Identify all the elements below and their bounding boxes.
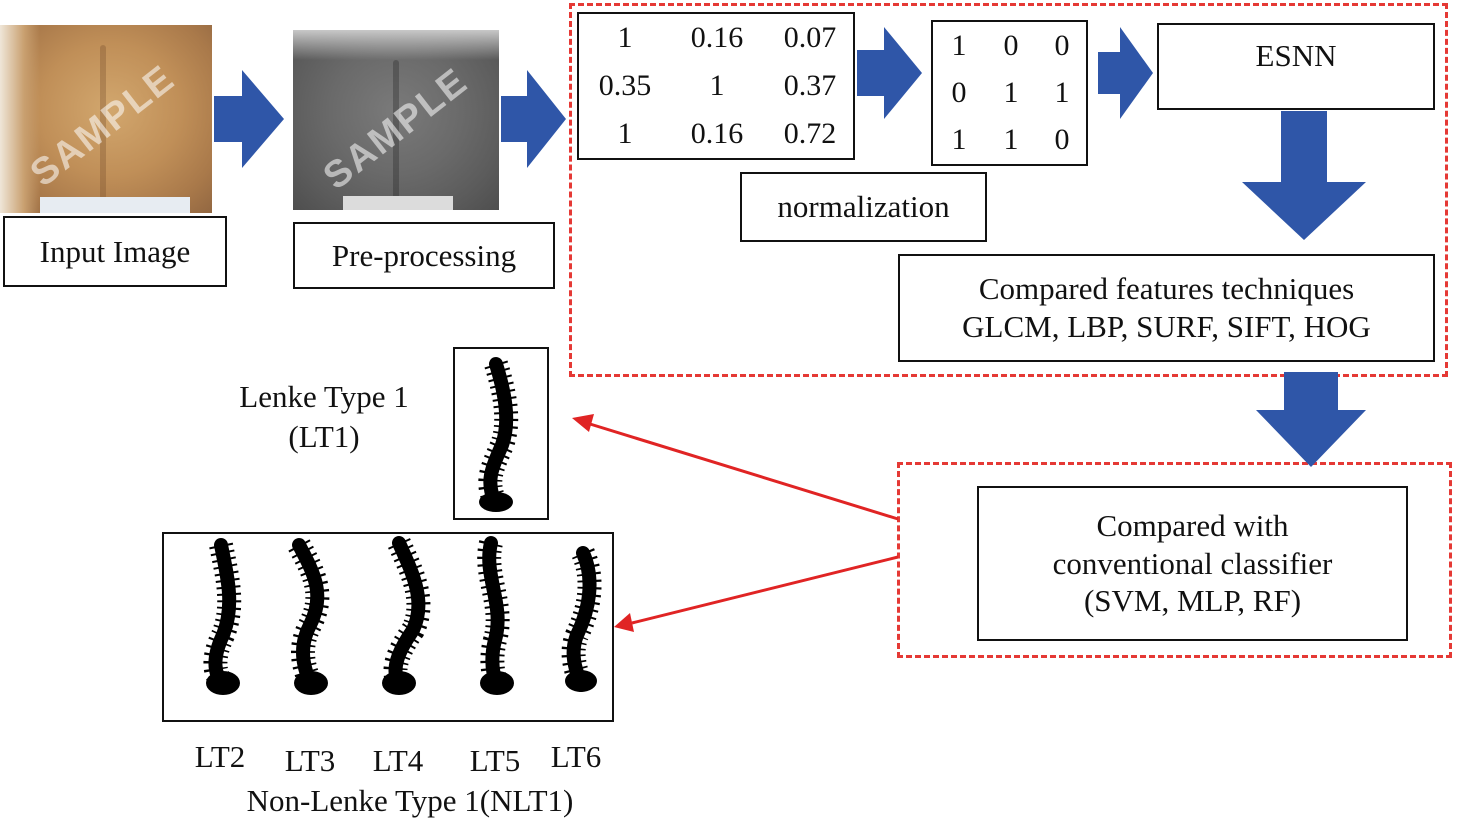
connector-to-lt1	[589, 422, 899, 521]
right-arrow-icon	[857, 27, 922, 119]
lenke-type-label: LT2	[194, 739, 246, 774]
lt1-title: Lenke Type 1	[239, 379, 409, 414]
matrix-cell: 0.35	[598, 69, 652, 102]
right-arrow-icon	[501, 70, 566, 168]
matrix-cell: 0	[951, 75, 967, 109]
lenke-type-label: LT4	[372, 743, 424, 778]
lenke-type-label: LT5	[469, 743, 521, 778]
matrix-cell: 0.37	[783, 69, 837, 102]
spine-lt5	[477, 536, 514, 695]
classifier-comparison-region	[897, 462, 1452, 658]
matrix-cell: 0	[1054, 122, 1070, 156]
classifier-line-3: (SVM, MLP, RF)	[1083, 583, 1302, 619]
compared-features-box: Compared features techniques GLCM, LBP, …	[898, 254, 1435, 362]
matrix-cell: 0	[1054, 28, 1070, 62]
spine-lt2	[203, 538, 242, 695]
matrix-cell: 0.07	[783, 21, 837, 54]
matrix-cell: 1	[617, 117, 633, 150]
preprocessed-image-photo: SAMPLE	[293, 30, 499, 210]
arrowhead-icon	[614, 613, 634, 632]
matrix-cell: 1	[951, 28, 967, 62]
preprocessing-label-box: Pre-processing	[293, 222, 555, 289]
feature-extraction-region	[569, 3, 1448, 377]
lenke-type-label: LT6	[550, 739, 602, 774]
matrix-cell: 0.16	[690, 117, 744, 150]
spine-lt3	[288, 538, 330, 695]
matrix-cell: 1	[617, 21, 633, 54]
lt1-abbrev: (LT1)	[288, 419, 360, 454]
matrix-cell: 1	[1003, 122, 1019, 156]
preprocessing-label: Pre-processing	[331, 237, 517, 273]
matrix-cell: 1	[1054, 75, 1070, 109]
matrix-cell: 1	[1003, 75, 1019, 109]
spine-lt6	[561, 546, 602, 692]
binary-matrix: 1 0 0 0 1 1 1 1 0	[931, 20, 1088, 166]
right-arrow-icon	[1098, 27, 1153, 119]
down-arrow-icon	[1242, 111, 1366, 240]
matrix-cell: 1	[951, 122, 967, 156]
feature-matrix: 1 0.16 0.07 0.35 1 0.37 1 0.16 0.72	[577, 12, 855, 160]
spine-lt4	[382, 536, 431, 695]
input-image-label: Input Image	[39, 233, 191, 269]
esnn-label: ESNN	[1255, 38, 1337, 73]
input-image-photo: SAMPLE	[0, 25, 212, 213]
matrix-cell: 1	[709, 69, 725, 102]
classifier-line-2: conventional classifier	[1052, 545, 1333, 581]
matrix-cell: 0	[1003, 28, 1019, 62]
features-list: GLCM, LBP, SURF, SIFT, HOG	[962, 309, 1371, 344]
esnn-box: ESNN	[1157, 23, 1435, 110]
nlt1-spines-box	[162, 532, 614, 722]
lenke-type-label: LT3	[284, 743, 336, 778]
classifier-line-1: Compared with	[1096, 507, 1289, 543]
nlt1-caption: Non-Lenke Type 1(NLT1)	[246, 783, 574, 818]
arrowhead-icon	[572, 414, 594, 432]
lt1-spine-icon	[478, 356, 519, 512]
connector-to-nlt1	[631, 555, 899, 625]
classifier-box: Compared with conventional classifier (S…	[977, 486, 1408, 641]
matrix-cell: 0.72	[783, 117, 837, 150]
lt1-spine-box	[453, 347, 549, 520]
nlt1-spines-icon	[203, 536, 602, 695]
down-arrow-icon	[1256, 372, 1366, 467]
right-arrow-icon	[214, 70, 284, 168]
features-title: Compared features techniques	[978, 271, 1355, 307]
matrix-cell: 0.16	[690, 21, 744, 54]
normalization-label: normalization	[777, 189, 950, 225]
input-image-label-box: Input Image	[3, 216, 227, 287]
normalization-box: normalization	[740, 172, 987, 242]
